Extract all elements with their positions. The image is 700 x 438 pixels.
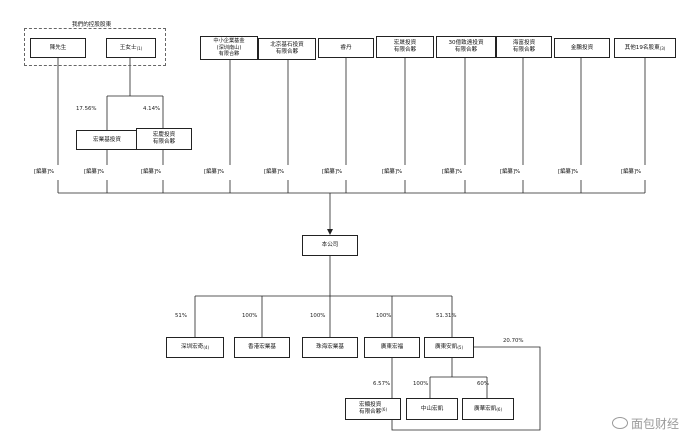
- pct-zhongshan: 100%: [413, 381, 429, 387]
- shareholder-jinpeng-label: 金鵬投資: [570, 44, 594, 51]
- subsidiary-hongxian-note: (6): [381, 406, 388, 412]
- pct-hongkong: 100%: [242, 313, 258, 319]
- shareholder-hongye-invest: 宏業基投資: [76, 130, 138, 150]
- redacted-pct-jinpeng: [編纂]%: [558, 169, 579, 175]
- subsidiary-hongkong: 香港宏業基: [234, 337, 290, 358]
- subsidiary-hongxian-label: 宏顯投資 有限合夥: [358, 402, 382, 415]
- shareholder-others: 其他19名股東(3): [614, 38, 676, 58]
- pct-shenzhen: 51%: [175, 313, 187, 319]
- subsidiary-huizhou-label: 廣華宏凱: [473, 405, 497, 412]
- shareholder-sme-fund-label: 中小企業基金 (深圳南山) 有限合夥: [213, 38, 245, 58]
- subsidiary-huizhou-note: (6): [496, 406, 503, 412]
- shareholder-sme-fund: 中小企業基金 (深圳南山) 有限合夥: [200, 36, 258, 60]
- shareholder-haiyun: 海富投資 有限合夥: [496, 36, 552, 58]
- company-box: 本公司: [302, 235, 358, 256]
- watermark-text: 面包财经: [631, 417, 680, 431]
- subsidiary-zhongshan-label: 中山宏凱: [420, 405, 444, 412]
- subsidiary-zhuhai: 珠海宏業基: [302, 337, 358, 358]
- subsidiary-hongxian: 宏顯投資 有限合夥(6): [345, 398, 401, 420]
- shareholder-haiyun-label: 海富投資 有限合夥: [512, 40, 536, 53]
- subsidiary-shenzhen-note: (4): [203, 345, 210, 350]
- connector-hongxian-feedback: [391, 346, 541, 431]
- shareholder-hongsheng-label: 宏晟投資 有限合夥: [393, 40, 417, 53]
- company-label: 本公司: [321, 242, 339, 248]
- shareholder-chen-label: 陳先生: [49, 44, 67, 51]
- pct-anji: 51.31%: [436, 313, 457, 319]
- redacted-pct-beijing: [編纂]%: [264, 169, 285, 175]
- shareholder-shoudan-label: 睿丹: [340, 44, 352, 51]
- redacted-pct-shoudan: [編纂]%: [322, 169, 343, 175]
- shareholder-thirty: 30億致遠投資 有限合夥: [436, 36, 496, 58]
- redacted-pct-haiyun: [編纂]%: [500, 169, 521, 175]
- shareholder-shoudan: 睿丹: [318, 38, 374, 58]
- shareholder-jinpeng: 金鵬投資: [554, 38, 610, 58]
- shareholder-hongye-invest-label: 宏業基投資: [93, 136, 121, 143]
- shareholder-thirty-label: 30億致遠投資 有限合夥: [448, 40, 484, 53]
- subsidiary-shenzhen: 深圳宏奇(4): [166, 337, 224, 358]
- redacted-pct-sme: [編纂]%: [204, 169, 225, 175]
- shareholder-wang-label: 王女士: [119, 44, 137, 51]
- subsidiary-guangdong-anji-label: 廣東安凱: [434, 344, 458, 350]
- subsidiary-zhuhai-label: 珠海宏業基: [316, 344, 344, 350]
- pct-feedback: 20.70%: [503, 338, 524, 344]
- pct-hongye-invest: 17.56%: [76, 106, 97, 112]
- pct-hongxian: 6.57%: [373, 381, 391, 387]
- subsidiary-guangdong-anji: 廣東安凱(5): [424, 337, 474, 358]
- watermark: 面包财经: [612, 415, 679, 432]
- subsidiary-guangdong: 廣東宏福: [364, 337, 420, 358]
- redacted-pct-thirty: [編纂]%: [442, 169, 463, 175]
- arrow-to-company: [327, 229, 333, 235]
- shareholder-others-label: 其他19名股東: [624, 44, 660, 51]
- pct-huizhou: 60%: [477, 381, 489, 387]
- redacted-pct-hongsheng: [編纂]%: [382, 169, 403, 175]
- shareholder-others-note: (3): [659, 45, 666, 51]
- pct-guangdong: 100%: [376, 313, 392, 319]
- pct-hongqing: 4.14%: [143, 106, 161, 112]
- pct-zhuhai: 100%: [310, 313, 326, 319]
- group-title: 我們的控股股東: [72, 22, 112, 28]
- shareholder-wang-note: (1): [136, 45, 143, 51]
- subsidiary-guangdong-anji-note: (5): [457, 345, 464, 350]
- controlling-shareholders-frame: [24, 28, 166, 66]
- shareholder-wang: 王女士(1): [106, 38, 156, 58]
- shareholder-chen: 陳先生: [30, 38, 86, 58]
- shareholder-hongqing-label: 宏慶投資 有限合夥: [152, 132, 176, 145]
- redacted-pct-hongqing: [編纂]%: [141, 169, 162, 175]
- shareholder-hongsheng: 宏晟投資 有限合夥: [376, 36, 434, 58]
- subsidiary-shenzhen-label: 深圳宏奇: [180, 344, 204, 350]
- redacted-pct-others: [編纂]%: [621, 169, 642, 175]
- subsidiary-hongkong-label: 香港宏業基: [248, 344, 276, 350]
- redacted-pct-hongye: [編纂]%: [84, 169, 105, 175]
- redacted-pct-chen: [編纂]%: [34, 169, 55, 175]
- subsidiary-zhongshan: 中山宏凱: [406, 398, 458, 420]
- subsidiary-guangdong-label: 廣東宏福: [380, 344, 404, 350]
- shareholder-hongqing: 宏慶投資 有限合夥: [136, 128, 192, 150]
- shareholder-beijing-label: 北京基石投資 有限合夥: [270, 42, 304, 55]
- shareholder-beijing: 北京基石投資 有限合夥: [258, 38, 316, 60]
- subsidiary-huizhou: 廣華宏凱(6): [462, 398, 514, 420]
- weibo-icon: [612, 417, 628, 429]
